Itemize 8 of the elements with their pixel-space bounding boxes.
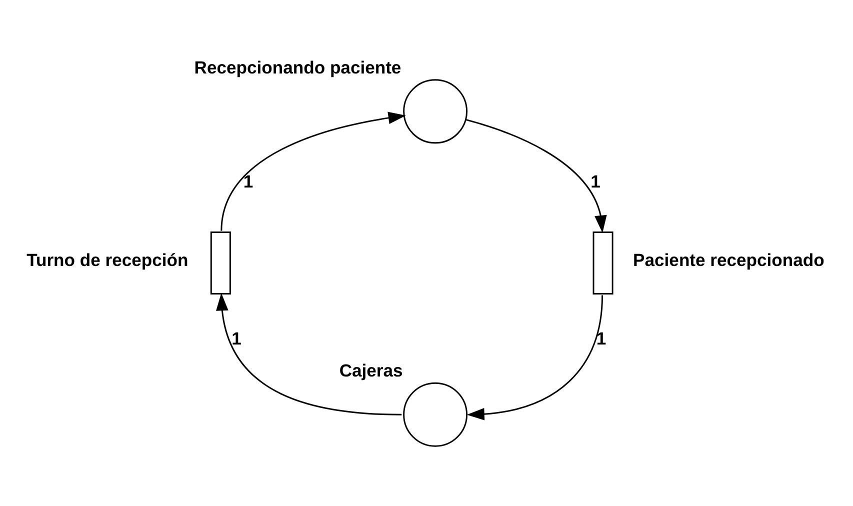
edge-label: 1 [596, 328, 606, 348]
node-label: Recepcionando paciente [194, 56, 402, 77]
node-label: Turno de recepción [26, 250, 188, 270]
edge-label: 1 [243, 171, 254, 192]
edge-label: 1 [232, 328, 242, 348]
node-label: Paciente recepcionado [633, 250, 824, 270]
node-label: Cajeras [339, 360, 403, 380]
edge-label: 1 [590, 171, 600, 192]
